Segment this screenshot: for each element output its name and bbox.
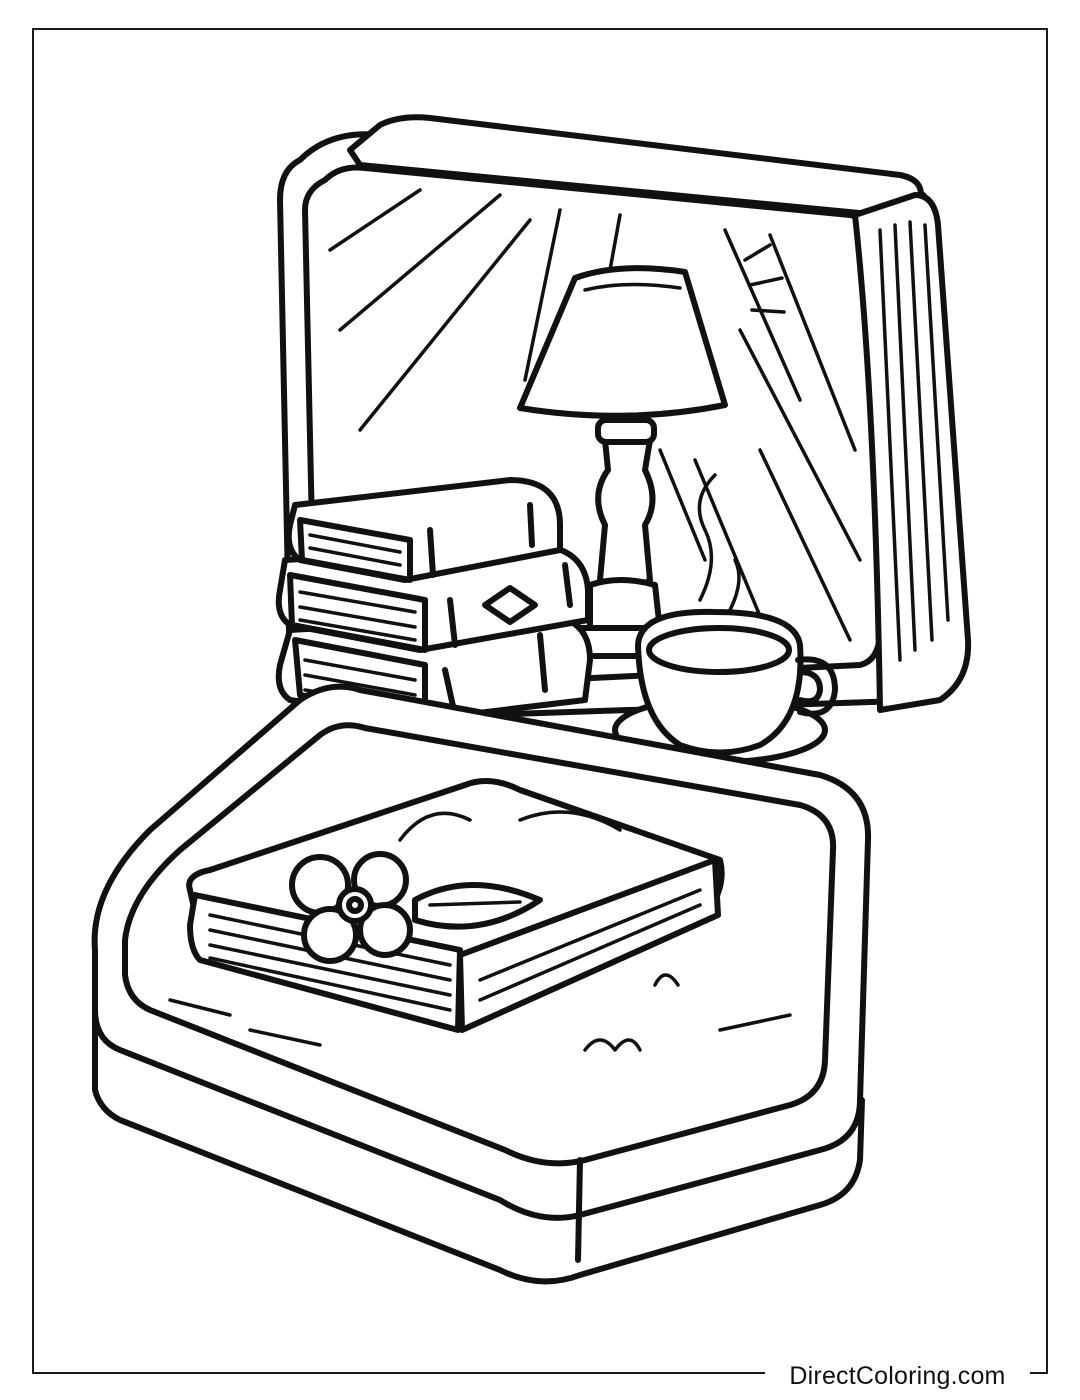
- footer-credit: DirectColoring.com: [765, 1356, 1030, 1396]
- flower-book: [186, 778, 725, 1033]
- site-credit-text: DirectColoring.com: [789, 1361, 1006, 1390]
- book-stack: [275, 477, 593, 723]
- page-border: [32, 28, 1048, 1374]
- floor-details: [168, 973, 792, 1052]
